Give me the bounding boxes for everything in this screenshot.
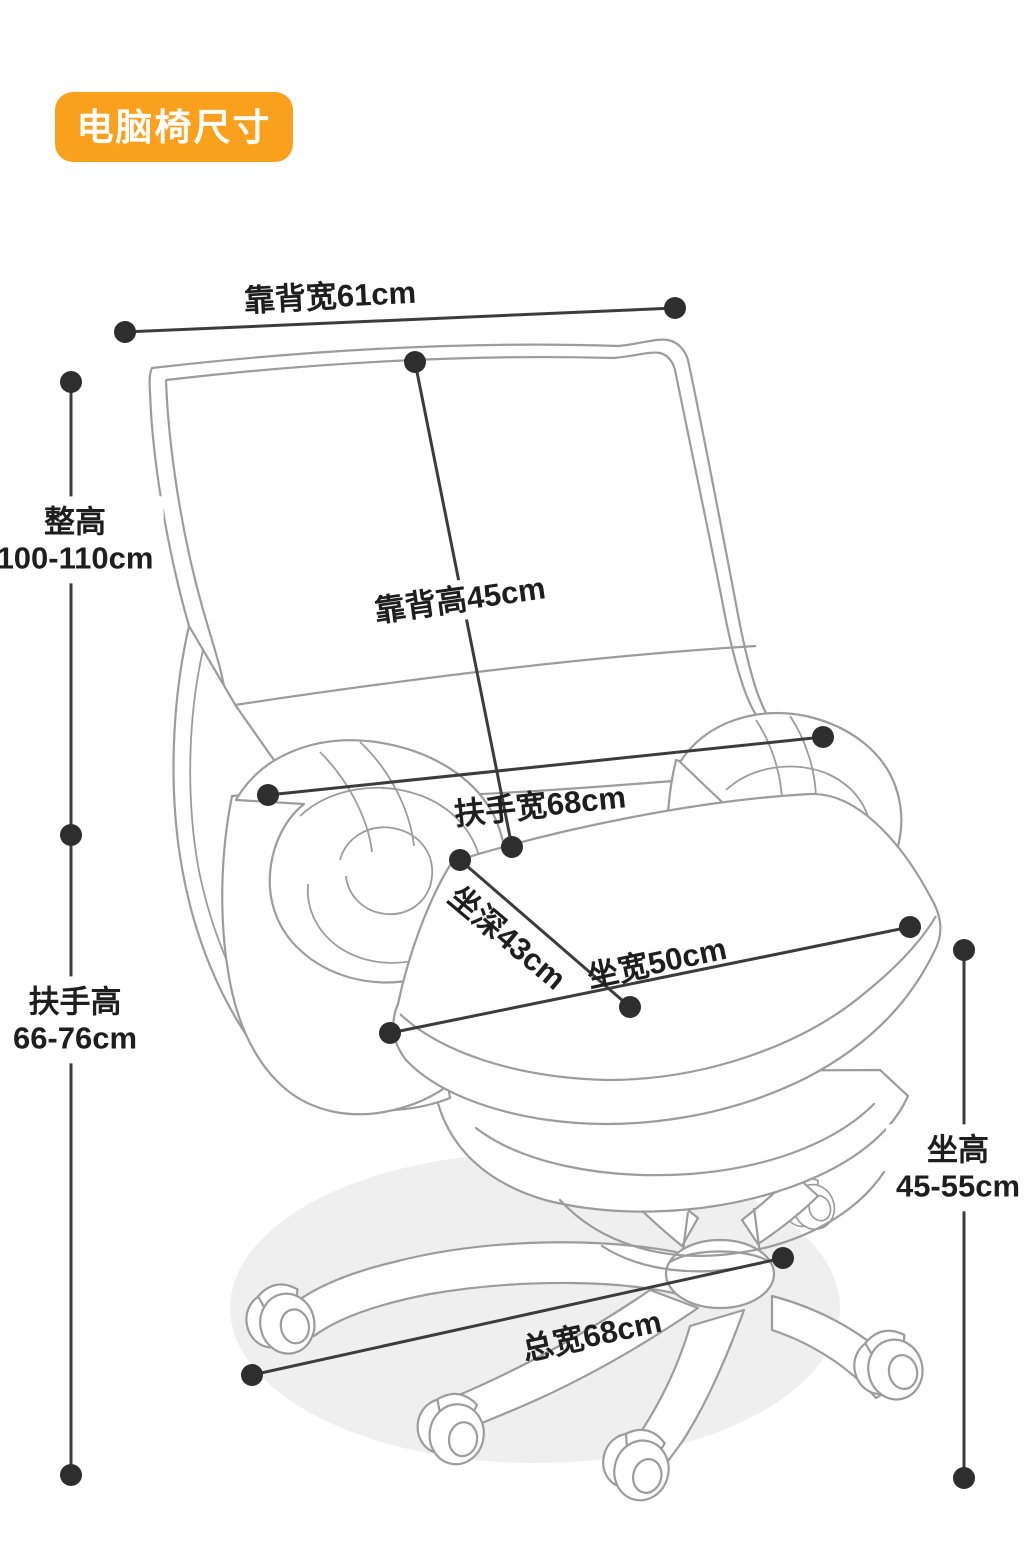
dim-label-total-height-value: 100-110cm xyxy=(0,540,154,575)
size-badge: 电脑椅尺寸 xyxy=(55,92,293,162)
chair-base xyxy=(239,1143,930,1508)
dim-line-seat-width xyxy=(388,925,912,1035)
dim-label-total-height-name: 整高 xyxy=(44,504,106,540)
dim-line-armrest-width xyxy=(266,735,825,797)
size-badge-label: 电脑椅尺寸 xyxy=(76,106,272,148)
chair-backrest xyxy=(148,338,798,799)
dim-line-total-width xyxy=(250,1256,785,1377)
dim-label-armrest-height-name: 扶手高 xyxy=(28,984,122,1020)
dim-label-seat-height: 坐高 45-55cm xyxy=(885,1124,1024,1212)
dimension-endpoints xyxy=(60,297,975,1489)
dim-label-armrest-height: 扶手高 66-76cm xyxy=(2,976,148,1064)
dim-label-seat-height-name: 坐高 xyxy=(927,1132,989,1168)
dim-line-backrest-width xyxy=(123,306,677,334)
dim-label-total-height: 整高 100-110cm xyxy=(0,496,164,584)
dim-label-armrest-height-value: 66-76cm xyxy=(12,1020,138,1055)
chair-seat-cushion xyxy=(392,792,942,1125)
dim-line-seat-depth xyxy=(458,858,632,1009)
dim-label-seat-height-value: 45-55cm xyxy=(895,1168,1021,1203)
